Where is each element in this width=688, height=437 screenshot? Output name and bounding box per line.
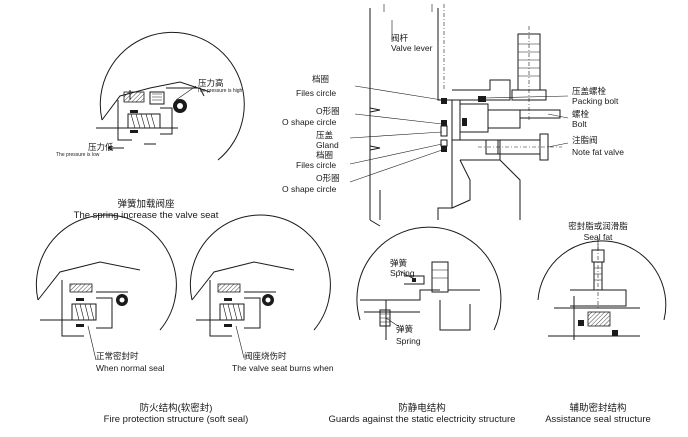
note-fat-valve-en: Note fat valve [572, 147, 624, 157]
spring-bottom-en: Spring [396, 336, 421, 346]
packing-bolt-en: Packing bolt [572, 96, 619, 106]
o-shape-circle-bottom-zh: O形圈 [316, 173, 340, 183]
fire-caption-en: Fire protection structure (soft seal) [104, 414, 249, 425]
note-fat-valve-zh: 注脂阀 [572, 135, 598, 145]
pressure-low-en: The pressure is low [56, 152, 100, 158]
seal-fat-zh: 密封脂或润滑脂 [568, 221, 628, 231]
fire-burn-drawing [189, 214, 331, 359]
valve-lever-zh: 阀杆 [391, 33, 409, 43]
spring-seat-caption-en: The spring increase the valve seat [74, 210, 219, 221]
spring-seat-drawing [96, 31, 245, 161]
pressure-high-en: The pressure is high [197, 88, 243, 94]
static-caption-en: Guards against the static electricity st… [329, 414, 516, 425]
seal-fat-en: Seal fat [584, 232, 613, 242]
o-shape-circle-bottom-en: O shape circle [282, 184, 337, 194]
packing-bolt-zh: 压盖螺栓 [572, 86, 607, 96]
gland-en: Gland [316, 140, 339, 150]
files-circle-bottom-en: Files circle [296, 160, 336, 170]
assist-caption-en: Assistance seal structure [545, 414, 651, 425]
pressure-high-zh: 压力高 [198, 78, 224, 88]
static-caption-zh: 防静电结构 [398, 402, 446, 414]
files-circle-top-zh: 档圈 [312, 74, 329, 84]
pressure-low-zh: 压力低 [88, 142, 114, 152]
gland-zh: 压盖 [316, 130, 334, 140]
spring-bottom-zh: 弹簧 [396, 324, 414, 334]
static-guard-drawing [356, 226, 502, 340]
files-circle-bottom-zh: 档圈 [316, 150, 333, 160]
valve-lever-en: Valve lever [391, 43, 433, 53]
main-section-drawing [349, 4, 569, 227]
normal-seal-zh: 正常密封时 [96, 351, 139, 361]
spring-top-zh: 弹簧 [390, 258, 408, 268]
bolt-zh: 螺栓 [572, 109, 590, 119]
seat-burns-zh: 阀座烧伤时 [244, 351, 287, 361]
assist-seal-drawing [537, 238, 667, 340]
o-shape-circle-top-zh: O形圈 [316, 106, 340, 116]
seat-burns-en: The valve seat burns when [232, 363, 334, 373]
files-circle-top-en: Files circle [296, 88, 336, 98]
o-shape-circle-top-en: O shape circle [282, 117, 337, 127]
normal-seal-en: When normal seal [96, 363, 165, 373]
spring-top-en: Spring [390, 268, 415, 278]
bolt-en: Bolt [572, 119, 587, 129]
fire-normal-drawing [35, 214, 177, 361]
fire-caption-zh: 防火结构(软密封) [140, 402, 213, 414]
spring-seat-caption-zh: 弹簧加载阀座 [117, 198, 175, 210]
assist-caption-zh: 辅助密封结构 [569, 402, 626, 414]
